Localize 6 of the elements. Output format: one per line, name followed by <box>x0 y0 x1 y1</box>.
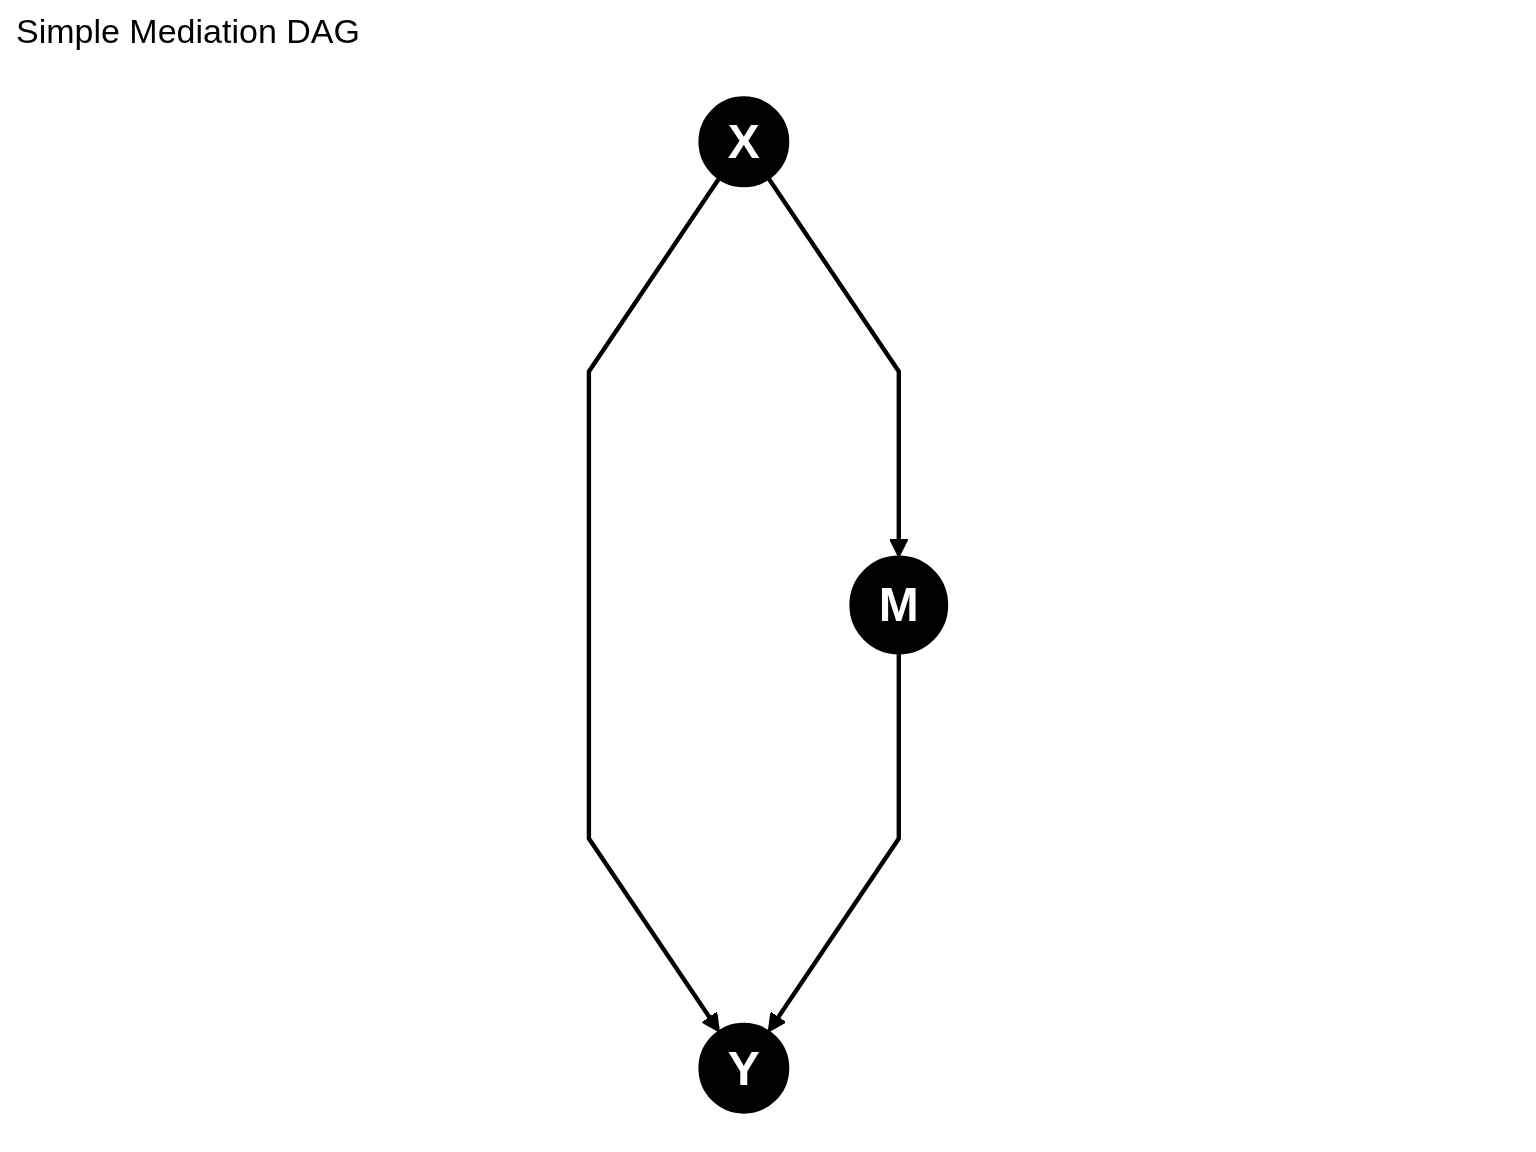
variable-node: M <box>849 555 949 655</box>
arrow <box>767 653 901 1033</box>
diagram-title: Simple Mediation DAG <box>16 11 360 52</box>
variable-node: X <box>698 96 790 188</box>
variable-node: Y <box>698 1022 790 1114</box>
arrow <box>586 177 721 1033</box>
